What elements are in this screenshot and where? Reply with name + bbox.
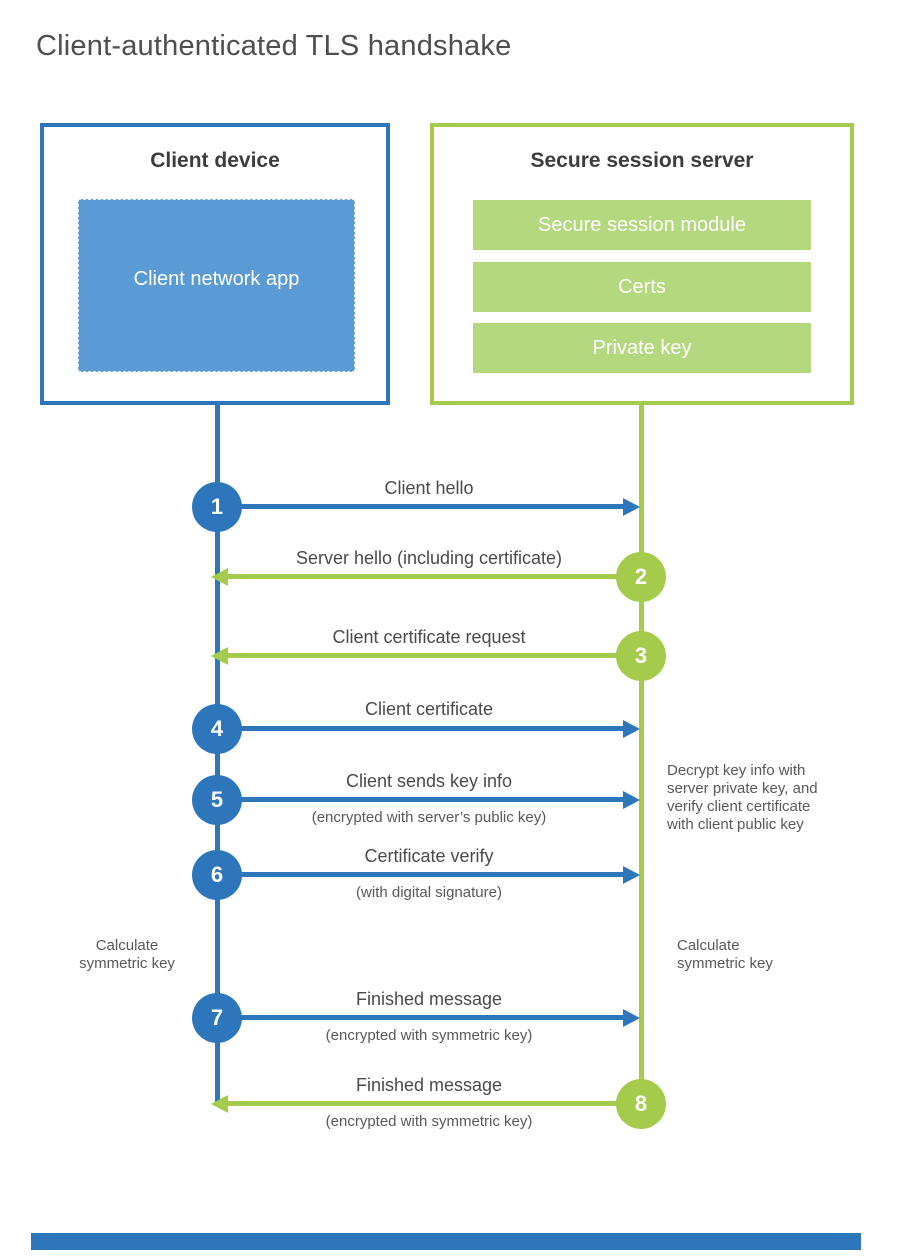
client-network-app-box: Client network app	[78, 199, 355, 372]
step-7-arrow	[217, 1015, 623, 1020]
step-2-circle: 2	[616, 552, 666, 602]
secure-session-server-box: Secure session server Secure session mod…	[430, 123, 854, 405]
server-title: Secure session server	[530, 149, 754, 172]
server-module-private-key: Private key	[473, 323, 811, 373]
step-5-sublabel: (encrypted with server’s public key)	[311, 809, 547, 826]
step-3-label: Client certificate request	[332, 627, 526, 647]
step-5-label: Client sends key info	[345, 771, 513, 791]
step-5-circle: 5	[192, 775, 242, 825]
step-4-arrowhead	[623, 720, 640, 738]
client-device-title: Client device	[150, 149, 280, 172]
step-5-arrow	[217, 797, 623, 802]
step-7-arrowhead	[623, 1009, 640, 1027]
step-5-arrowhead	[623, 791, 640, 809]
calculate-symmetric-key-note-client: Calculate symmetric key	[79, 937, 175, 972]
server-module-certs: Certs	[473, 262, 811, 312]
calculate-symmetric-key-note-server: Calculate symmetric key	[677, 937, 773, 972]
step-8-arrow	[226, 1101, 641, 1106]
step-6-arrowhead	[623, 866, 640, 884]
bottom-accent-bar	[31, 1233, 861, 1250]
server-module-secure-session: Secure session module	[473, 200, 811, 250]
client-lifeline	[215, 405, 220, 1105]
step-4-circle: 4	[192, 704, 242, 754]
step-3-circle: 3	[616, 631, 666, 681]
step-7-sublabel: (encrypted with symmetric key)	[325, 1027, 533, 1044]
step-7-circle: 7	[192, 993, 242, 1043]
step-8-label: Finished message	[355, 1075, 503, 1095]
step-1-label: Client hello	[384, 478, 474, 498]
step-6-label: Certificate verify	[364, 846, 494, 866]
client-network-app-label: Client network app	[133, 267, 300, 290]
step-1-arrow	[217, 504, 623, 509]
step-2-arrowhead	[211, 568, 228, 586]
step-6-sublabel: (with digital signature)	[356, 884, 502, 901]
server-lifeline	[639, 405, 644, 1129]
step-8-circle: 8	[616, 1079, 666, 1129]
decrypt-key-note: Decrypt key info with server private key…	[667, 762, 818, 833]
step-6-circle: 6	[192, 850, 242, 900]
page-title: Client-authenticated TLS handshake	[36, 30, 512, 62]
step-6-arrow	[217, 872, 623, 877]
step-3-arrow	[226, 653, 641, 658]
client-device-box: Client device Client network app	[40, 123, 390, 405]
step-2-arrow	[226, 574, 641, 579]
step-1-circle: 1	[192, 482, 242, 532]
step-1-arrowhead	[623, 498, 640, 516]
step-4-arrow	[217, 726, 623, 731]
step-3-arrowhead	[211, 647, 228, 665]
step-8-arrowhead	[211, 1095, 228, 1113]
step-8-sublabel: (encrypted with symmetric key)	[325, 1113, 533, 1130]
step-7-label: Finished message	[355, 989, 503, 1009]
step-2-label: Server hello (including certificate)	[295, 548, 563, 568]
step-4-label: Client certificate	[364, 699, 494, 719]
